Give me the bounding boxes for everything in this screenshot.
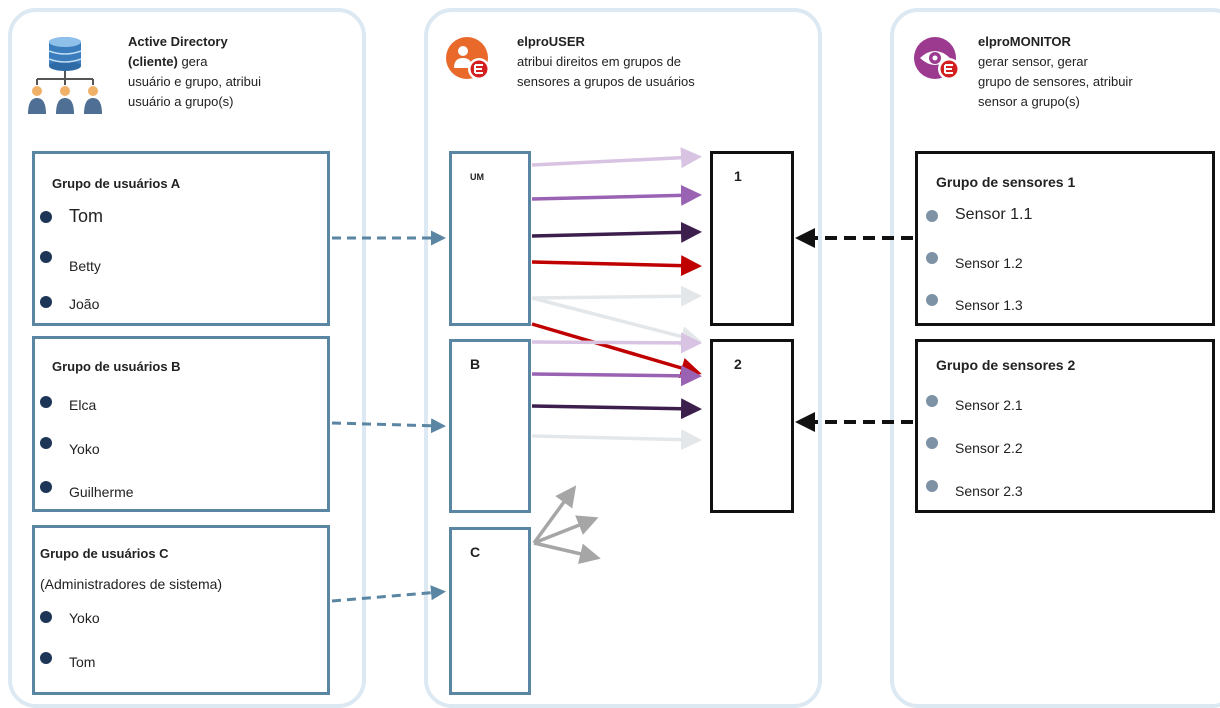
elpromonitor-header: elproMONITOR gerar sensor, gerar grupo d… (978, 32, 1208, 112)
right-arrow-um-7 (531, 322, 702, 379)
user-group-b-member: Elca (69, 397, 97, 413)
user-group-a-member: Betty (69, 258, 101, 274)
user-group-b-title: Grupo de usuários B (52, 359, 181, 374)
sensor-dot (926, 252, 938, 264)
user-dot (40, 251, 52, 263)
assign-arrow-c (331, 585, 446, 603)
right-arrow-um-1 (531, 147, 702, 169)
target-box-2-label: 2 (734, 356, 742, 372)
user-group-c: Grupo de usuários C (Administradores de … (32, 525, 330, 695)
right-arrow-um-5 (531, 285, 702, 307)
sensor-group-1-sensor: Sensor 1.3 (955, 297, 1023, 313)
rights-box-b-label: B (470, 356, 481, 372)
sensor-dot (926, 210, 938, 222)
ad-title: Active Directory (128, 34, 228, 49)
user-dot (40, 296, 52, 308)
directory-tree-icon (20, 32, 110, 122)
user-group-b-member: Guilherme (69, 484, 134, 500)
elpromonitor-line3: grupo de sensores, atribuir (978, 74, 1133, 89)
right-arrow-c-2 (533, 515, 599, 545)
right-arrow-um-6 (531, 296, 702, 347)
assign-arrow-b (331, 418, 446, 434)
sensor-group-1-sensor: Sensor 1.1 (955, 206, 1033, 223)
user-group-a-member: Tom (69, 206, 104, 226)
target-box-1-label: 1 (734, 168, 742, 184)
elprouser-app-icon (445, 36, 495, 84)
rights-box-b: B (449, 339, 531, 513)
user-group-a-member: João (69, 296, 100, 312)
sensor-group-1-title: Grupo de sensores 1 (936, 174, 1076, 190)
user-group-a: Grupo de usuários A Tom Betty João (32, 151, 330, 326)
sensor-dot (926, 480, 938, 492)
ad-client-label: (cliente) (128, 54, 178, 69)
sensor-group-1: Grupo de sensores 1 Sensor 1.1 Sensor 1.… (915, 151, 1215, 326)
ad-line3: usuário e grupo, atribui (128, 74, 261, 89)
right-arrow-b-2 (531, 365, 702, 387)
elprouser-line3: sensores a grupos de usuários (517, 74, 695, 89)
ad-line4: usuário a grupo(s) (128, 94, 234, 109)
right-arrow-um-4 (531, 255, 702, 277)
sensor-group-2-sensor: Sensor 2.3 (955, 483, 1023, 499)
user-dot (40, 652, 52, 664)
sensor-group-2: Grupo de sensores 2 Sensor 2.1 Sensor 2.… (915, 339, 1215, 513)
rights-box-um-label: UM (470, 172, 484, 182)
elpromonitor-app-icon (913, 36, 965, 84)
user-dot (40, 437, 52, 449)
rights-box-um: UM (449, 151, 531, 326)
user-group-c-member: Tom (69, 654, 96, 670)
rights-box-c: C (449, 527, 531, 695)
arrows-layer (331, 147, 913, 603)
user-group-c-subtitle: (Administradores de sistema) (40, 576, 223, 592)
user-group-b: Grupo de usuários B Elca Yoko Guilherme (32, 336, 330, 512)
user-dot (40, 396, 52, 408)
user-group-a-title: Grupo de usuários A (52, 176, 181, 191)
user-dot (40, 611, 52, 623)
target-box-2: 2 (710, 339, 794, 513)
right-arrow-um-2 (531, 184, 702, 206)
ad-line2: gera (177, 54, 208, 69)
ad-header: Active Directory (cliente) gera usuário … (128, 32, 358, 112)
elpromonitor-title: elproMONITOR (978, 34, 1071, 49)
sensor-group-2-sensor: Sensor 2.1 (955, 397, 1023, 413)
elprouser-header: elproUSER atribui direitos em grupos de … (517, 32, 807, 92)
sensor-group-2-sensor: Sensor 2.2 (955, 440, 1023, 456)
user-group-b-member: Yoko (69, 441, 100, 457)
right-arrow-b-4 (531, 429, 702, 451)
elpromonitor-line4: sensor a grupo(s) (978, 94, 1080, 109)
right-arrow-b-1 (531, 332, 702, 354)
target-box-1: 1 (710, 151, 794, 326)
elpromonitor-line2: gerar sensor, gerar (978, 54, 1088, 69)
right-arrow-um-3 (531, 221, 702, 243)
user-dot (40, 211, 52, 223)
rights-box-c-label: C (470, 544, 481, 560)
right-arrow-c-1 (532, 485, 577, 545)
sensor-group-2-title: Grupo de sensores 2 (936, 357, 1076, 373)
user-group-c-title: Grupo de usuários C (40, 546, 169, 561)
sensor-dot (926, 294, 938, 306)
sensor-group-1-sensor: Sensor 1.2 (955, 255, 1023, 271)
sensor-dot (926, 395, 938, 407)
right-arrow-b-3 (531, 398, 702, 420)
elprouser-title: elproUSER (517, 34, 585, 49)
sensor-dot (926, 437, 938, 449)
user-dot (40, 481, 52, 493)
right-arrow-c-3 (533, 541, 601, 565)
user-group-c-member: Yoko (69, 610, 100, 626)
elprouser-line2: atribui direitos em grupos de (517, 54, 682, 69)
